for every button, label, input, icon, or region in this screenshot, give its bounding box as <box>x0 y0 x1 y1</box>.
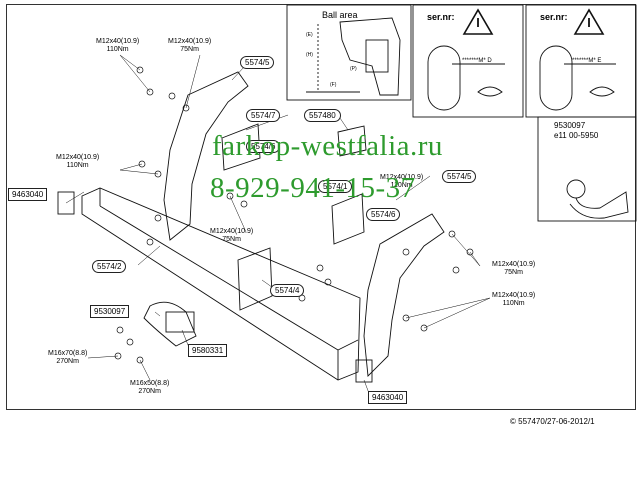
torque-value: 110Nm <box>106 46 129 53</box>
end-cap-bottom <box>355 359 373 383</box>
warning-triangle-right <box>573 8 605 35</box>
torque-value: 110Nm <box>502 300 525 307</box>
towball-part-number: 9530097 <box>554 121 586 130</box>
plate-right <box>539 45 573 111</box>
torque-label-1: M12x40(10.9)110Nm <box>96 38 139 54</box>
ball-area-dim: (F) <box>330 82 337 88</box>
callout-label: 5574/7 <box>251 111 276 120</box>
plate-5574-7 <box>221 123 261 171</box>
plate-left <box>427 45 461 111</box>
plate-5574-6 <box>331 193 365 245</box>
callout-5574-6-left: 5574/6 <box>246 140 281 153</box>
torque-label-9: M16x50(8.8)270Nm <box>130 380 169 396</box>
serial-number-label-left: ser.nr: <box>427 12 455 22</box>
callout-label: 557480 <box>309 111 336 120</box>
towbar-neck <box>143 301 197 347</box>
callout-9463040-bottom: 9463040 <box>368 391 408 404</box>
torque-bolt: M12x40(10.9) <box>492 292 536 299</box>
bracket-9580331 <box>165 311 195 333</box>
ball-area-bracket <box>339 17 401 96</box>
torque-value: 110Nm <box>66 162 89 169</box>
ball-area-dim: (E) <box>306 32 313 38</box>
callout-label: 5574/4 <box>275 286 300 295</box>
torque-bolt: M12x40(10.9) <box>96 38 140 45</box>
torque-bolt: M16x70(8.8) <box>48 350 88 357</box>
torque-bolt: M12x40(10.9) <box>56 154 100 161</box>
eye-right <box>589 86 615 97</box>
callout-5574-7: 5574/7 <box>246 109 281 122</box>
ball-area-clamp <box>365 39 389 73</box>
callout-9463040-left: 9463040 <box>8 188 48 201</box>
torque-label-2: M12x40(10.9)75Nm <box>168 38 211 54</box>
serial-code-left: *******M* D <box>462 58 492 64</box>
towball-ball <box>566 179 586 199</box>
torque-label-4: M12x40(10.9)110Nm <box>380 174 423 190</box>
callout-9580331: 9580331 <box>188 344 228 357</box>
ball-area-title: Ball area <box>322 10 358 20</box>
callout-5574-5-right: 5574/5 <box>442 170 477 183</box>
warning-triangle-left <box>462 8 494 35</box>
callout-label: 5574/5 <box>245 58 270 67</box>
callout-557480: 557480 <box>304 109 341 122</box>
drawing-frame <box>6 4 636 410</box>
torque-bolt: M16x50(8.8) <box>130 380 170 387</box>
callout-9530097-left: 9530097 <box>90 305 130 318</box>
torque-value: 75Nm <box>180 46 199 53</box>
warning-panel-left <box>412 4 524 118</box>
torque-value: 75Nm <box>504 269 523 276</box>
callout-5574-5-top: 5574/5 <box>240 56 275 69</box>
torque-bolt: M12x40(10.9) <box>210 228 254 235</box>
ball-area-panel <box>286 4 412 101</box>
torque-label-7: M12x40(10.9)110Nm <box>492 292 535 308</box>
ball-area-dim: (H) <box>306 52 313 58</box>
plate-557480 <box>337 125 367 157</box>
callout-label: 9580331 <box>192 346 224 355</box>
torque-bolt: M12x40(10.9) <box>380 174 424 181</box>
towball-neck <box>569 191 629 219</box>
torque-label-5: M12x40(10.9)75Nm <box>210 228 253 244</box>
torque-bolt: M12x40(10.9) <box>492 261 536 268</box>
callout-5574-2: 5574/2 <box>92 260 127 273</box>
torque-value: 110Nm <box>390 182 413 189</box>
watermark-phone: 8-929-941-15-37 <box>210 172 416 204</box>
torque-label-6: M12x40(10.9)75Nm <box>492 261 535 277</box>
callout-label: 9530097 <box>94 307 126 316</box>
ball-area-dim: (P) <box>350 66 357 72</box>
callout-label: 9463040 <box>372 393 404 402</box>
callout-label: 5574/2 <box>97 262 122 271</box>
serial-code-right: *******M* E <box>572 58 602 64</box>
torque-value: 270Nm <box>138 388 161 395</box>
callout-label: 5574/5 <box>447 172 472 181</box>
towball-panel <box>537 116 637 222</box>
eye-left <box>477 86 503 97</box>
callout-label: 5574/6 <box>251 142 276 151</box>
torque-bolt: M12x40(10.9) <box>168 38 212 45</box>
torque-value: 75Nm <box>222 236 241 243</box>
callout-label: 5574/1 <box>323 182 348 191</box>
callout-5574-6-right: 5574/6 <box>366 208 401 221</box>
torque-label-3: M12x40(10.9)110Nm <box>56 154 99 170</box>
watermark-site: farkop-westfalia.ru <box>212 130 443 162</box>
side-bracket-left <box>163 71 249 241</box>
callout-5574-4: 5574/4 <box>270 284 305 297</box>
side-bracket-right <box>363 213 445 377</box>
callout-label: 9463040 <box>12 190 44 199</box>
serial-number-label-right: ser.nr: <box>540 12 568 22</box>
end-cap-left <box>57 191 75 215</box>
callout-label: 5574/6 <box>371 210 396 219</box>
plate-5574-4 <box>237 247 273 311</box>
torque-value: 270Nm <box>56 358 79 365</box>
towball-approval: e11 00-5950 <box>554 131 599 140</box>
torque-label-8: M16x70(8.8)270Nm <box>48 350 87 366</box>
callout-5574-1: 5574/1 <box>318 180 353 193</box>
drawing-footer: © 557470/27-06-2012/1 <box>510 417 595 426</box>
